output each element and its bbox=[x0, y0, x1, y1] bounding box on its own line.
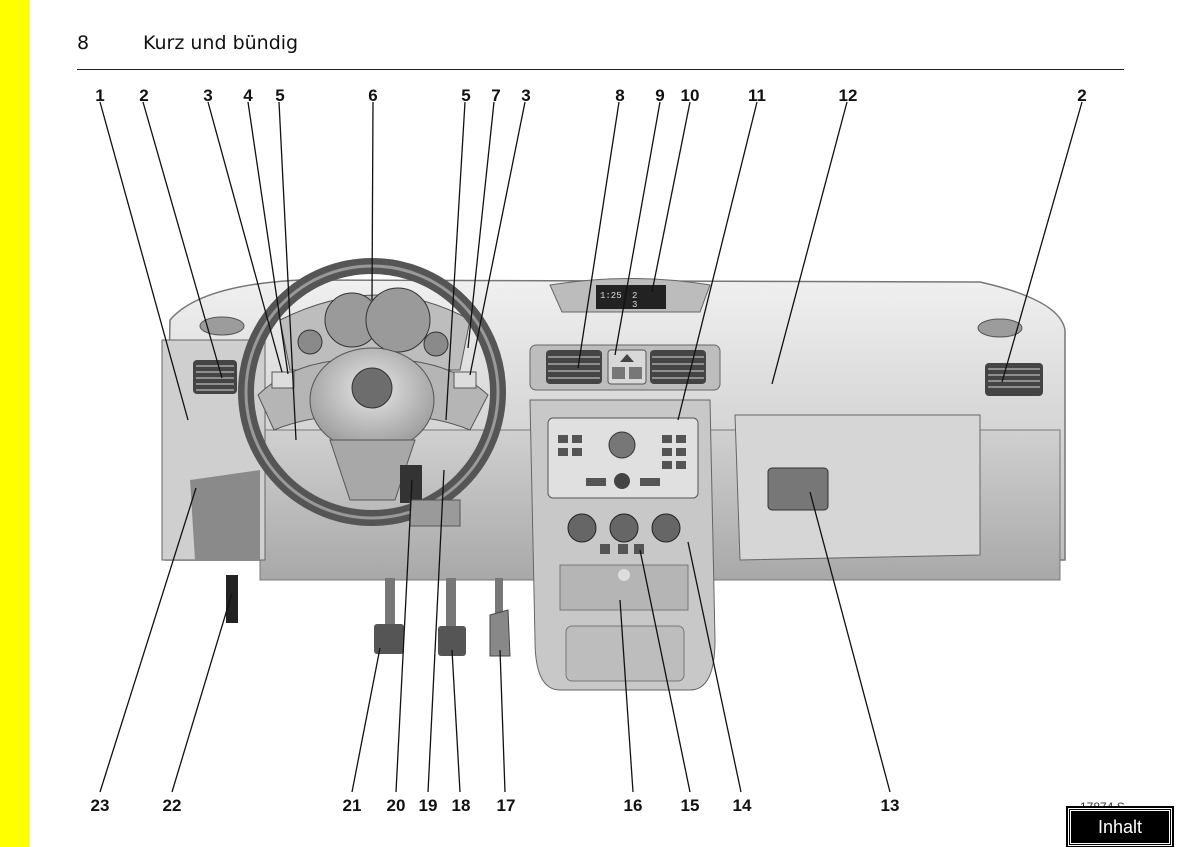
callout-21: 21 bbox=[343, 796, 362, 815]
steering-wheel bbox=[238, 258, 506, 526]
callout-19: 19 bbox=[419, 796, 438, 815]
callout-17: 17 bbox=[497, 796, 516, 815]
glovebox-handle bbox=[767, 467, 829, 511]
callout-8: 8 bbox=[615, 86, 624, 105]
chapter-tab-bar bbox=[0, 0, 29, 847]
header-rule bbox=[77, 69, 1124, 70]
pedals bbox=[226, 575, 511, 657]
callout-5: 5 bbox=[275, 86, 284, 105]
callout-1: 1 bbox=[95, 86, 104, 105]
steering-column bbox=[409, 499, 461, 527]
inhalt-button[interactable]: Inhalt bbox=[1066, 806, 1174, 847]
info-display: 1:25 2 3 bbox=[549, 278, 711, 313]
callout-22: 22 bbox=[163, 796, 182, 815]
callout-23: 23 bbox=[91, 796, 110, 815]
climate-knob-left bbox=[567, 513, 597, 543]
leader-lines bbox=[99, 101, 1083, 793]
callout-15: 15 bbox=[681, 796, 700, 815]
callouts-top: 1 2 3 4 5 6 5 7 3 8 9 10 11 12 2 bbox=[95, 86, 1086, 105]
center-vents bbox=[529, 344, 721, 391]
callout-2b: 2 bbox=[1077, 86, 1086, 105]
callout-4: 4 bbox=[243, 86, 253, 105]
tachometer bbox=[365, 287, 431, 353]
callout-18: 18 bbox=[452, 796, 471, 815]
callout-10: 10 bbox=[681, 86, 700, 105]
callout-11: 11 bbox=[748, 86, 766, 105]
callout-3: 3 bbox=[203, 86, 212, 105]
page-title: Kurz und bündig bbox=[143, 32, 299, 54]
callout-12: 12 bbox=[839, 86, 858, 105]
left-defrost-vent bbox=[199, 316, 245, 336]
glovebox bbox=[734, 414, 981, 561]
callouts-bottom: 23 22 21 20 19 18 17 16 15 14 13 bbox=[91, 796, 900, 815]
callout-3b: 3 bbox=[521, 86, 530, 105]
callout-9: 9 bbox=[655, 86, 664, 105]
climate-knob-center bbox=[609, 513, 639, 543]
climate-knob-right bbox=[651, 513, 681, 543]
left-side-vent bbox=[193, 360, 237, 394]
svg-text:3: 3 bbox=[632, 300, 637, 310]
callout-16: 16 bbox=[624, 796, 643, 815]
callout-14: 14 bbox=[733, 796, 752, 815]
callout-13: 13 bbox=[881, 796, 900, 815]
callout-2: 2 bbox=[139, 86, 148, 105]
callout-5b: 5 bbox=[461, 86, 470, 105]
right-side-vent bbox=[985, 363, 1043, 396]
callout-7: 7 bbox=[491, 86, 500, 105]
page-number: 8 bbox=[77, 32, 90, 54]
callout-20: 20 bbox=[387, 796, 406, 815]
right-defrost-vent bbox=[977, 318, 1023, 338]
svg-text:1:25: 1:25 bbox=[600, 291, 622, 301]
callout-6: 6 bbox=[368, 86, 377, 105]
center-console bbox=[529, 399, 716, 691]
svg-text:2: 2 bbox=[632, 291, 637, 301]
